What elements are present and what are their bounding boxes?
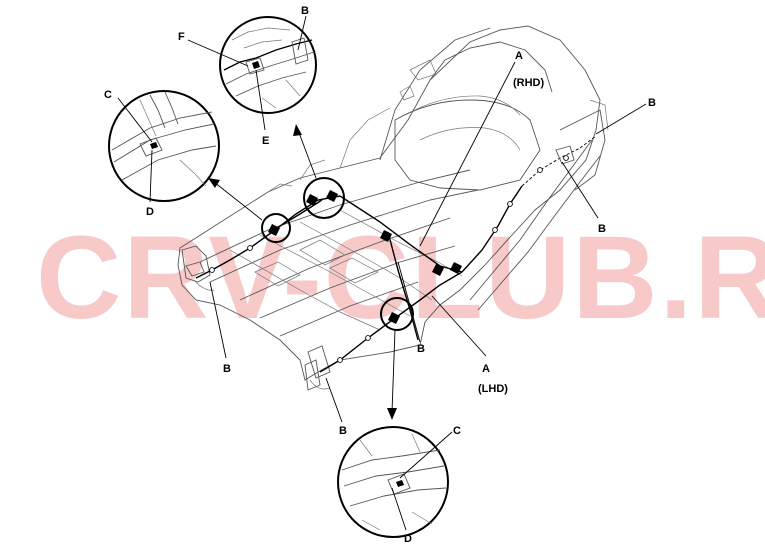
callout-lhd: (LHD) [478,383,508,395]
detail-circle-bottom [337,426,449,538]
leader-lines [117,15,647,531]
callout-b-left: B [223,363,231,375]
callout-b-bottom: B [339,425,347,437]
detail-circle-left [108,90,220,202]
detail-arrows [208,124,397,420]
callout-rhd: (RHD) [513,77,544,89]
callout-a-bottom: A [482,363,490,375]
callout-a-top: A [515,50,523,62]
detail-circle-top [219,16,317,114]
callout-d-left: D [146,206,154,218]
callout-b-detail-top: B [301,5,309,17]
vehicle-floor-body [177,25,609,391]
callout-e-top: E [262,135,269,147]
clip-markers [268,190,462,324]
callout-f-top: F [178,31,185,43]
callout-d-bottom: D [404,533,412,545]
callout-b-right-top: B [648,97,656,109]
callout-b-right-mid: B [598,223,606,235]
callout-c-left: C [104,89,112,101]
callout-b-center: B [417,343,425,355]
highlight-circles [261,177,414,331]
harness-right-side [461,135,597,273]
callout-c-bottom: C [453,425,461,437]
